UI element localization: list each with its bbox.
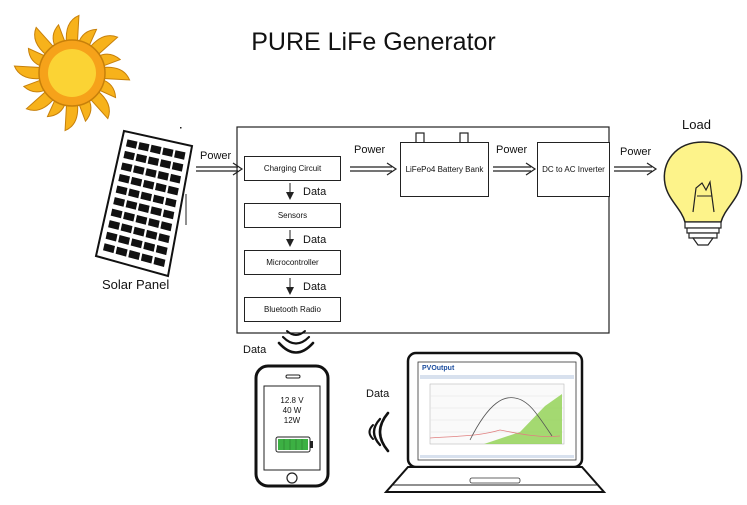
power-label-1: Power <box>200 150 232 162</box>
phone-voltage: 12.8 V <box>280 396 304 405</box>
phone-power-in: 40 W <box>282 406 302 415</box>
data-label-3: Data <box>303 281 327 293</box>
page-title: PURE LiFe Generator <box>251 28 496 56</box>
power-label-4: Power <box>620 146 652 158</box>
battery-bank-block: LiFePo4 Battery Bank <box>400 142 489 197</box>
power-label-3: Power <box>496 144 528 156</box>
bluetooth-radio-block: Bluetooth Radio <box>244 297 341 322</box>
laptop-icon <box>383 351 607 493</box>
inverter-block: DC to AC Inverter <box>537 142 610 197</box>
pvoutput-logo: PVOutput <box>422 365 455 372</box>
data-label-2: Data <box>303 234 327 246</box>
light-bulb-icon <box>663 141 743 246</box>
load-label: Load <box>682 117 711 132</box>
sensors-block: Sensors <box>244 203 341 228</box>
data-label-laptop: Data <box>366 388 390 400</box>
solar-panel-label: Solar Panel <box>102 277 170 292</box>
generator-enclosure <box>236 126 610 334</box>
smartphone-icon <box>254 364 330 488</box>
wireless-signal-icon <box>277 330 315 354</box>
solar-panel-icon <box>94 127 194 278</box>
wireless-signal-laptop-icon <box>368 411 390 453</box>
power-label-2: Power <box>354 144 386 156</box>
charging-circuit-block: Charging Circuit <box>244 156 341 181</box>
data-label-bluetooth: Data <box>243 344 267 356</box>
microcontroller-block: Microcontroller <box>244 250 341 275</box>
sun-icon <box>13 14 131 132</box>
phone-power-out: 12W <box>283 416 301 425</box>
data-label-1: Data <box>303 186 327 198</box>
